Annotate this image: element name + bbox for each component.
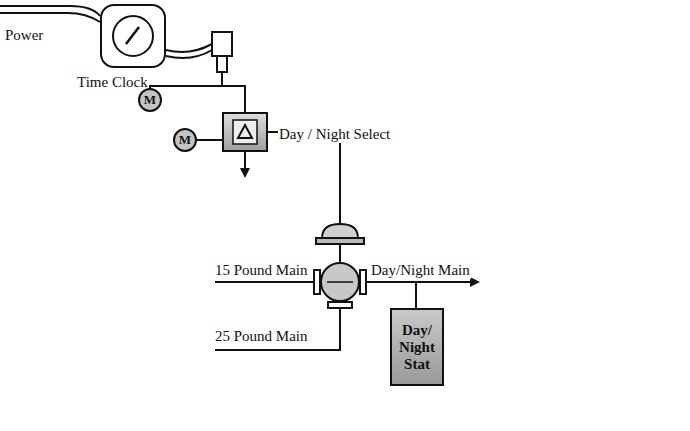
day-night-relay: Day / Night Select <box>222 112 268 152</box>
air-line <box>222 86 245 112</box>
valve-flange <box>360 270 366 294</box>
air-line <box>197 139 222 141</box>
control-wire <box>166 50 212 58</box>
valve-stem <box>339 244 341 262</box>
line-label: Day/Night Main <box>370 262 471 279</box>
clock-dial <box>102 6 164 66</box>
line-label: Power <box>4 27 44 44</box>
main-line <box>366 281 478 283</box>
valve-diaphragm <box>316 238 364 244</box>
gauge-letter: M <box>179 133 191 147</box>
power-wire <box>0 13 100 22</box>
main-line <box>215 308 340 350</box>
three-way-valve <box>321 263 359 301</box>
stat-line <box>415 282 417 308</box>
gauge-circle: M <box>138 88 162 112</box>
control-wire <box>166 44 212 52</box>
valve-flange <box>314 270 320 294</box>
gauge-circle: M <box>173 128 197 152</box>
relay-symbol <box>224 114 266 150</box>
gauge-letter: M <box>144 93 156 107</box>
node-heading: Day / Night Select <box>278 126 391 143</box>
solenoid-valve <box>212 32 232 56</box>
main-line <box>215 281 314 283</box>
valve-actuator <box>322 224 358 238</box>
thermostat-box: Day/ Night Stat <box>390 308 444 386</box>
line-label: 25 Pound Main <box>214 328 309 345</box>
stat-label: Day/ Night Stat <box>395 322 439 373</box>
valve-port <box>327 281 353 283</box>
time-clock: Time Clock <box>100 4 166 68</box>
exhaust-arrow <box>244 152 246 176</box>
solenoid-body <box>217 56 227 72</box>
air-line <box>268 132 340 224</box>
line-label: 15 Pound Main <box>214 262 309 279</box>
node-heading: Time Clock <box>76 74 149 91</box>
valve-flange <box>328 302 352 308</box>
